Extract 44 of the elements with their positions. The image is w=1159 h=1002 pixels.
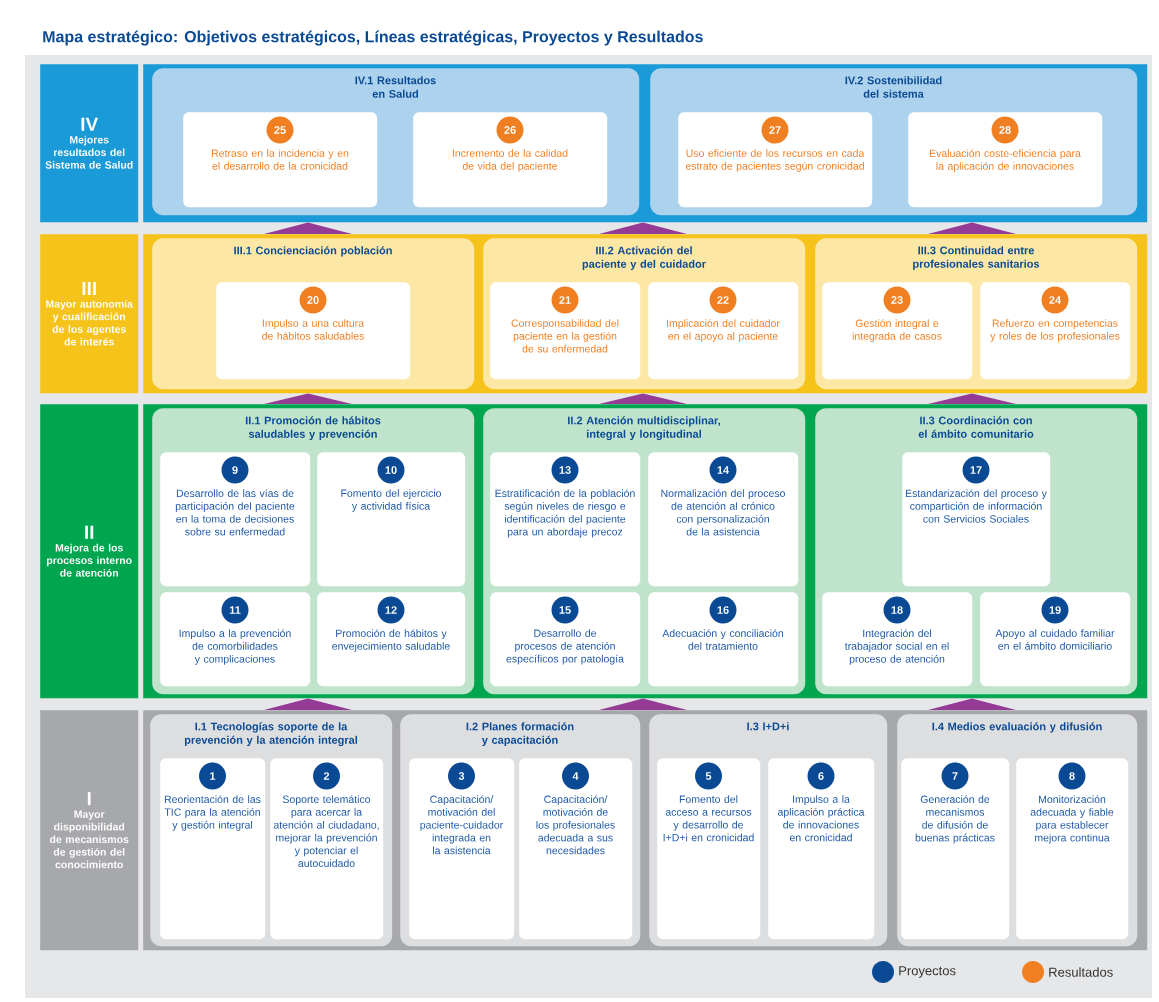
arrow [599, 393, 687, 404]
arrow [264, 698, 352, 710]
result-card: 22 Implicación del cuidador en el apoyo al paciente [648, 282, 799, 380]
result-card: 23 Gestión integral e integrada de casos [822, 282, 973, 380]
objective-label: II Mejora de los procesos interno de atención [40, 404, 139, 699]
project-card: 15 Desarrollo de procesos de atención específicos por patología [490, 592, 641, 687]
result-card: 26 Incremento de la calidad de vida del paciente [413, 112, 608, 208]
objective-label: I Mayor disponibilidad de mecanismos de gestión del conocimiento [40, 710, 139, 951]
project-card: 12 Promoción de hábitos y envejecimiento saludable [317, 592, 466, 687]
legend-label: Proyectos [899, 966, 956, 978]
project-card: 1 Reorientación de las TIC para la atención y gestión integral [160, 758, 266, 940]
title: Mapa estratégico: Objetivos estratégicos, Líneas estratégicas, Proyectos y Resultados [43, 30, 703, 46]
arrow [928, 393, 1016, 404]
project-card: 4 Capacitación/ motivación de los profesionales adecuada a sus necesidades [519, 758, 633, 940]
project-card: 5 Fomento del acceso a recursos y desarrollo de I+D+i en cronicidad [657, 758, 761, 940]
result-card: 27 Uso eficiente de los recursos en cada estrato de pacientes según cronicidad [678, 112, 873, 208]
project-card: 3 Capacitación/ motivación del paciente-cuidador integrada en la asistencia [409, 758, 515, 940]
project-card: 7 Generación de mecanismos de difusión de buenas prácticas [901, 758, 1010, 940]
result-card: 25 Retraso en la incidencia y en el desarrollo de la cronicidad [183, 112, 378, 208]
arrow [928, 698, 1016, 710]
project-card: 9 Desarrollo de las vías de participación del paciente en la toma de decisiones sobre su enfermedad [160, 452, 311, 587]
arrow [928, 222, 1016, 234]
objective-label: III Mayor autonomía y cualificación de los agentes de interés [40, 234, 139, 394]
arrow [599, 222, 687, 234]
project-card: 13 Estratificación de la población según niveles de riesgo e identificación del paciente para un abordaje precoz [490, 452, 641, 587]
project-card: 18 Integración del trabajador social en el proceso de atención [822, 592, 973, 687]
arrow [264, 393, 352, 404]
arrow [599, 698, 687, 710]
result-card: 20 Impulso a una cultura de hábitos saludables [216, 282, 411, 380]
project-card: 10 Fomento del ejercicio y actividad física [317, 452, 466, 587]
project-card: 2 Soporte telemático para acercar la atención al ciudadano, mejorar la prevención y potenciar el autocuidado [270, 758, 384, 940]
legend-label: Resultados [1049, 967, 1113, 977]
project-card: 6 Impulso a la aplicación práctica de innovaciones en cronicidad [768, 758, 875, 940]
result-card: 28 Evaluación coste-eficiencia para la aplicación de innovaciones [908, 112, 1103, 208]
project-card: 19 Apoyo al cuidado familiar en el ámbito domiciliario [980, 592, 1131, 687]
project-card: 17 Estandarización del proceso y compartición de información con Servicios Sociales [902, 452, 1051, 587]
project-card: 16 Adecuación y conciliación del tratamiento [648, 592, 799, 687]
result-card: 21 Corresponsabilidad del paciente en la gestión de su enfermedad [490, 282, 641, 380]
arrow [264, 222, 352, 234]
project-card: 14 Normalización del proceso de atención al crónico con personalización de la asistencia [648, 452, 799, 587]
project-card: 11 Impulso a la prevención de comorbilidades y complicaciones [160, 592, 311, 687]
result-card: 24 Refuerzo en competencias y roles de los profesionales [980, 282, 1131, 380]
project-card: 8 Monitorización adecuada y fiable para establecer mejora continua [1016, 758, 1129, 940]
objective-label: IV Mejores resultados del Sistema de Salud [40, 64, 139, 223]
